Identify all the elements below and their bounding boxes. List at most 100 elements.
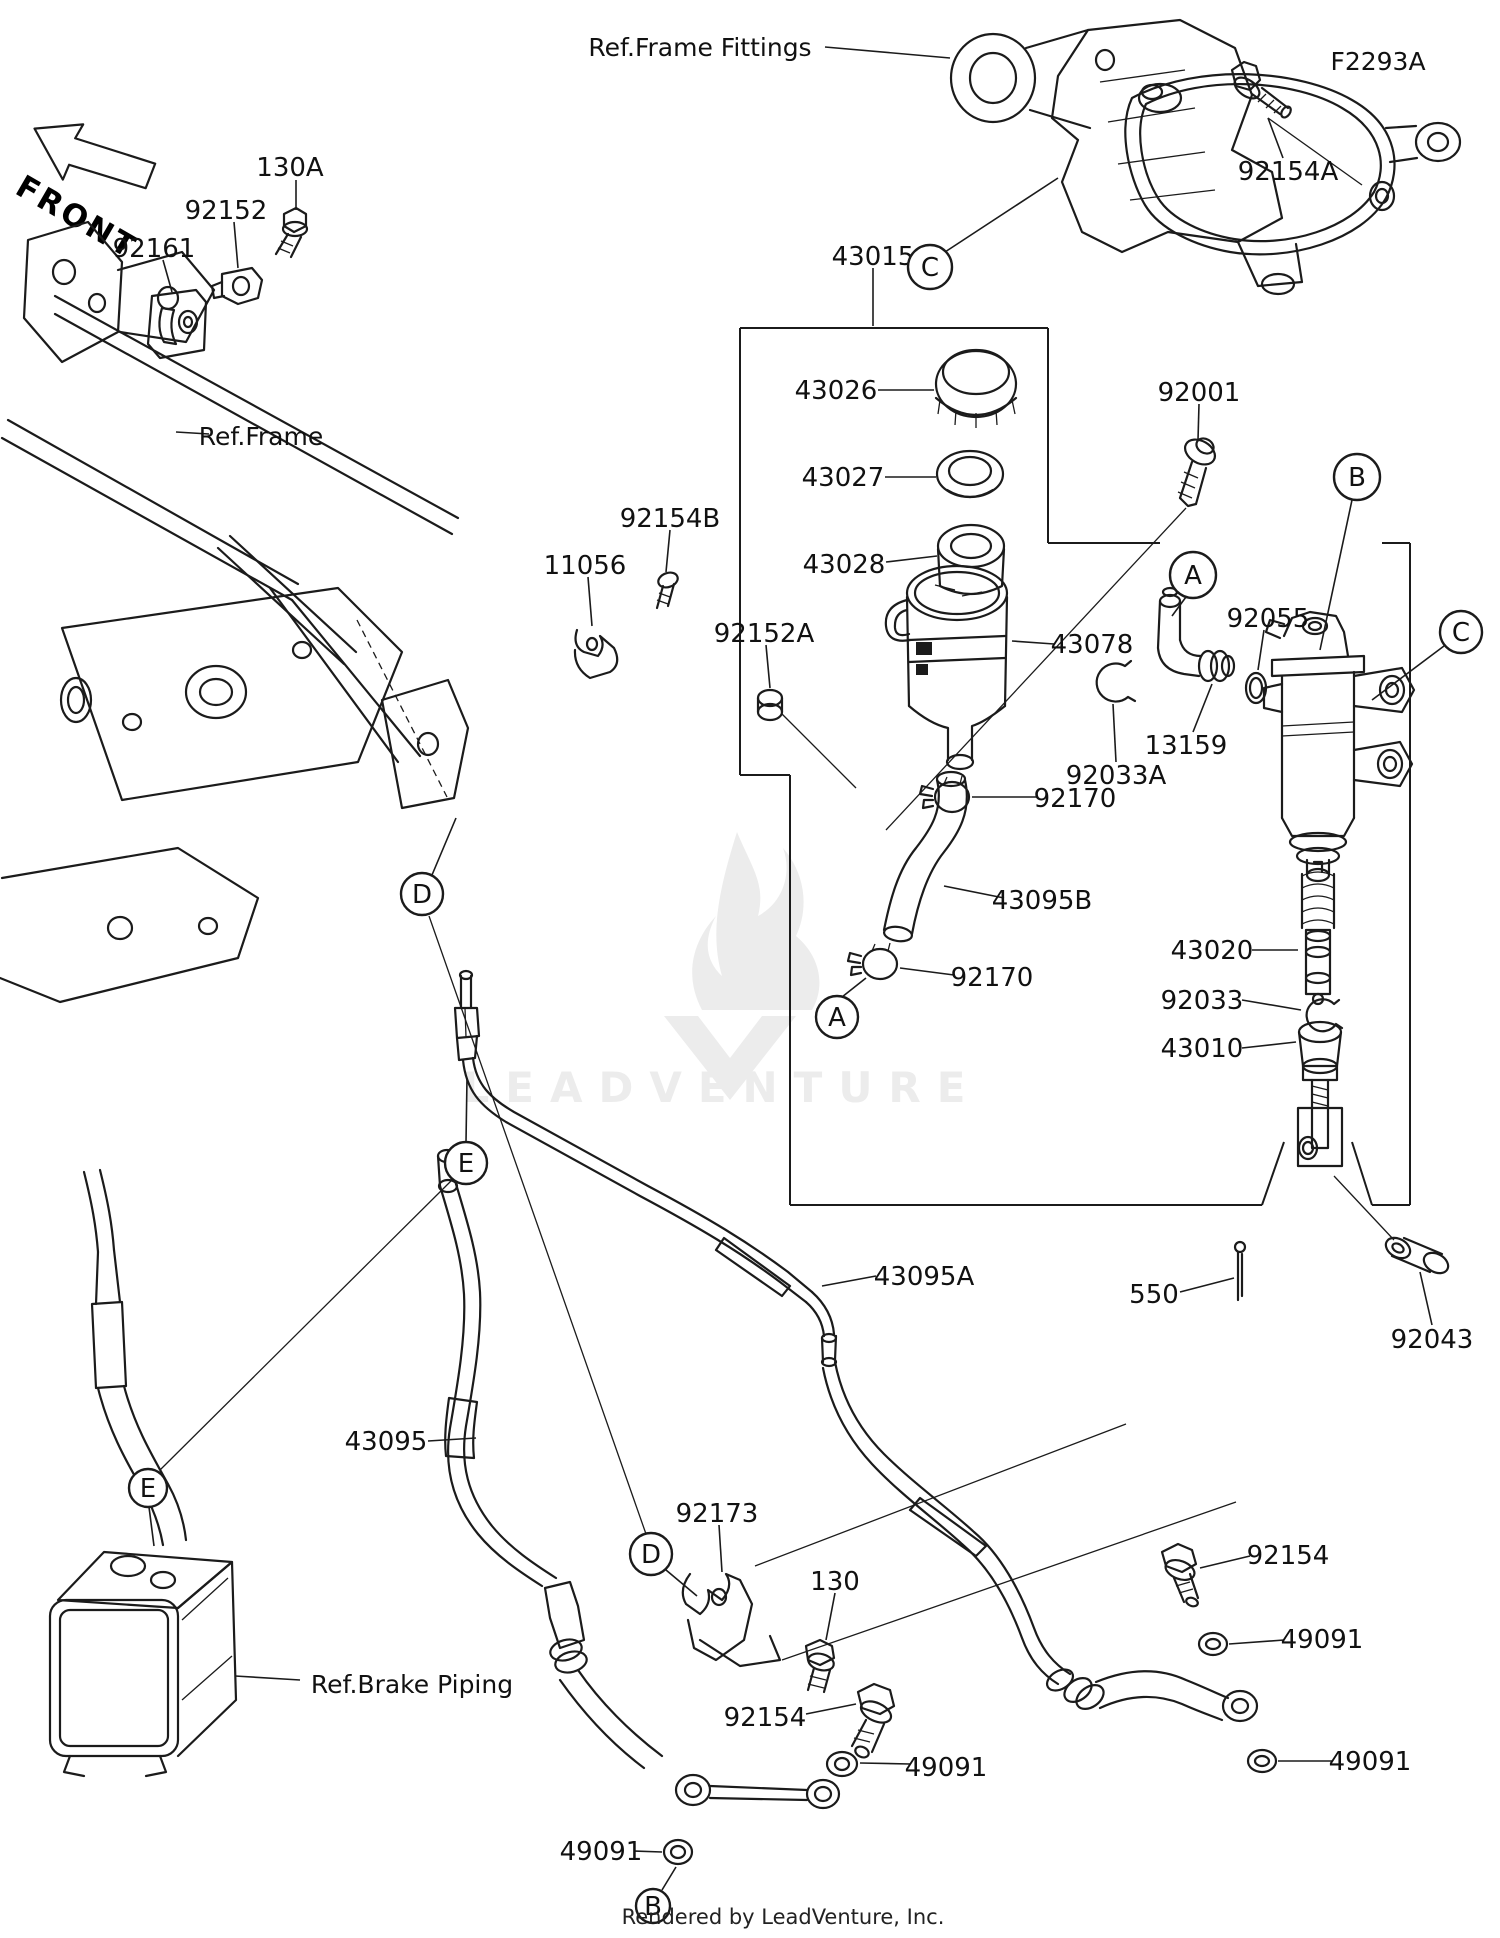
callout-letter-B: B <box>1348 463 1366 493</box>
part-label-130[interactable]: 130 <box>810 1567 860 1597</box>
part-label-11056[interactable]: 11056 <box>544 551 627 581</box>
callout-leader-line <box>148 1506 155 1547</box>
part-label-43095[interactable]: 43095 <box>345 1427 428 1457</box>
diagram-code: F2293A <box>1330 47 1425 76</box>
part-label-92170[interactable]: 92170 <box>951 963 1034 993</box>
part-label-49091[interactable]: 49091 <box>1329 1747 1412 1777</box>
leader-lines <box>148 46 1445 1891</box>
part-label-92154B[interactable]: 92154B <box>620 504 721 534</box>
callout-circle-A <box>814 994 860 1040</box>
part-label-92055[interactable]: 92055 <box>1227 604 1310 634</box>
part-label-92001[interactable]: 92001 <box>1158 378 1241 408</box>
part-49091-washer-right-upper <box>1197 1631 1229 1657</box>
leader-line <box>1197 403 1200 441</box>
callout-letter-E: E <box>140 1474 156 1504</box>
part-92154-bolt-right <box>1160 1542 1200 1608</box>
abs-module <box>48 1550 238 1778</box>
part-92170-clamp-upper <box>918 775 971 814</box>
part-label-43020[interactable]: 43020 <box>1171 936 1254 966</box>
callout-circle-E <box>443 1140 489 1186</box>
part-label-550[interactable]: 550 <box>1129 1280 1179 1310</box>
callout-leader-line <box>465 1077 468 1143</box>
part-label-92152A[interactable]: 92152A <box>714 619 815 649</box>
part-label-92154A[interactable]: 92154A <box>1238 157 1339 187</box>
leader-line <box>1011 640 1055 645</box>
callout-letter-B: B <box>644 1892 662 1922</box>
ref-label-Ref-Frame-Fittings: Ref.Frame Fittings <box>588 33 811 62</box>
bottom-center-hose <box>543 1580 841 1810</box>
callout-circle-B <box>634 1887 672 1925</box>
part-label-49091[interactable]: 49091 <box>1281 1625 1364 1655</box>
leader-line <box>234 1675 301 1681</box>
callout-circle-E <box>127 1467 169 1509</box>
part-label-43026[interactable]: 43026 <box>795 376 878 406</box>
part-130-bolt <box>804 1638 836 1694</box>
part-label-49091[interactable]: 49091 <box>905 1753 988 1783</box>
callout-letter-C: C <box>1452 618 1470 648</box>
part-92033a-snap-ring <box>1095 659 1137 703</box>
part-label-43027[interactable]: 43027 <box>802 463 885 493</box>
part-550-cotter-pin <box>1233 1240 1247 1302</box>
part-label-43015[interactable]: 43015 <box>832 242 915 272</box>
part-label-43095B[interactable]: 43095B <box>992 886 1093 916</box>
part-43027-diaphragm-ring <box>935 449 1005 499</box>
leader-line <box>665 529 671 573</box>
part-label-92043[interactable]: 92043 <box>1391 1325 1474 1355</box>
callout-leader-line <box>665 1569 698 1597</box>
part-43095-hose-right <box>436 1148 558 1588</box>
part-92170-clamp-lower <box>846 942 899 981</box>
watermark-flame-icon <box>692 832 820 1010</box>
leader-line <box>427 1437 477 1442</box>
part-label-92033[interactable]: 92033 <box>1161 986 1244 1016</box>
part-43095a-pipe <box>453 969 838 1368</box>
callout-letter-E: E <box>458 1149 474 1179</box>
leader-line <box>1228 1639 1285 1645</box>
leader-line <box>1257 629 1265 671</box>
part-11056-bracket <box>573 628 619 680</box>
callout-leader-line <box>841 977 867 998</box>
part-label-92173[interactable]: 92173 <box>676 1499 759 1529</box>
part-43078-reservoir <box>884 564 1009 771</box>
leader-line <box>825 1592 836 1641</box>
leader-line <box>587 576 593 627</box>
leader-line <box>1112 703 1117 763</box>
leader-line <box>1179 1277 1235 1293</box>
part-92033-circlip <box>1305 998 1344 1033</box>
assembly-boxes <box>739 327 1411 1206</box>
part-label-43078[interactable]: 43078 <box>1051 630 1134 660</box>
part-43010-push-rod <box>1296 1020 1344 1168</box>
part-label-92154[interactable]: 92154 <box>1247 1541 1330 1571</box>
part-49091-washer-center <box>825 1750 859 1778</box>
leader-line <box>175 431 210 435</box>
leader-line <box>899 967 955 976</box>
part-label-92161[interactable]: 92161 <box>113 234 196 264</box>
rear-brake-hose-right <box>821 1360 1259 1723</box>
part-92154a-bolt <box>1230 60 1292 119</box>
part-label-92033A[interactable]: 92033A <box>1066 761 1167 791</box>
callout-leader-line <box>1171 596 1187 617</box>
part-label-92152[interactable]: 92152 <box>185 196 268 226</box>
master-cylinder-43015 <box>1262 610 1416 883</box>
part-label-92154[interactable]: 92154 <box>724 1703 807 1733</box>
callout-circle-D <box>399 871 445 917</box>
part-92154b-screw <box>655 571 679 610</box>
front-arrow-icon <box>33 123 157 190</box>
callout-letter-D: D <box>412 880 432 910</box>
part-49091-washer-right-lower <box>1246 1748 1278 1774</box>
frame-line-art <box>0 220 470 1004</box>
watermark-text: LEADVENTURE <box>463 1063 982 1112</box>
leader-line <box>1199 1555 1251 1569</box>
part-label-43010[interactable]: 43010 <box>1161 1034 1244 1064</box>
leader-line <box>805 1703 857 1715</box>
part-label-43095A[interactable]: 43095A <box>874 1262 975 1292</box>
part-label-92170[interactable]: 92170 <box>1034 784 1117 814</box>
part-43095b-hose <box>882 770 968 943</box>
part-label-130A[interactable]: 130A <box>256 153 324 183</box>
part-label-13159[interactable]: 13159 <box>1145 731 1228 761</box>
part-92043-pin <box>1333 1175 1450 1275</box>
footer-credit: Rendered by LeadVenture, Inc. <box>622 1905 945 1929</box>
part-label-43028[interactable]: 43028 <box>803 550 886 580</box>
part-label-49091[interactable]: 49091 <box>560 1837 643 1867</box>
